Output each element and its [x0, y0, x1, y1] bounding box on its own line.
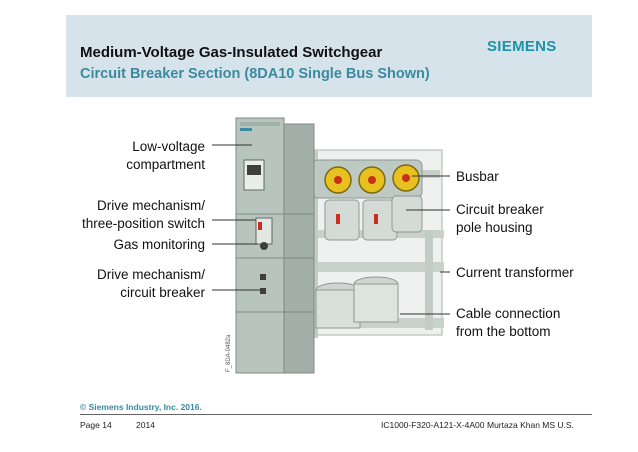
pole-housings: [324, 195, 423, 241]
label-line: pole housing: [456, 220, 533, 235]
label-current-transformer: Current transformer: [456, 265, 574, 280]
label-line: Drive mechanism/: [96, 198, 205, 213]
label-drive-switch: Drive mechanism/ three-position switch: [60, 197, 205, 233]
label-drive-breaker: Drive mechanism/ circuit breaker: [60, 266, 205, 302]
cabinet: [235, 117, 315, 374]
label-lv-compartment: Low-voltage compartment: [90, 138, 205, 174]
current-transformers: [315, 276, 399, 329]
doc-id: IC1000-F320-A121-X-4A00: [381, 420, 485, 430]
label-line: Low-voltage: [132, 139, 205, 154]
page-title: Medium-Voltage Gas-Insulated Switchgear: [80, 44, 383, 61]
label-line: Drive mechanism/: [96, 267, 205, 282]
label-line: circuit breaker: [120, 285, 205, 300]
label-pole-housing: Circuit breaker pole housing: [456, 201, 544, 237]
author: Murtaza Khan MS U.S.: [487, 420, 574, 430]
label-line: Cable connection: [456, 306, 561, 321]
label-line: Circuit breaker: [456, 202, 544, 217]
siemens-logo: SIEMENS: [487, 38, 557, 55]
leader-lines: [212, 144, 450, 315]
page-number: Page 14: [80, 420, 112, 430]
footer-divider: [80, 414, 592, 415]
label-line: from the bottom: [456, 324, 551, 339]
footer-year: 2014: [136, 420, 155, 430]
figure-code: F_8DA-0482a: [226, 334, 232, 372]
busbar-tanks: [311, 159, 423, 199]
page-subtitle: Circuit Breaker Section (8DA10 Single Bu…: [80, 66, 430, 82]
label-cable-connection: Cable connection from the bottom: [456, 305, 560, 341]
label-busbar: Busbar: [456, 169, 499, 184]
label-gas-monitoring: Gas monitoring: [113, 237, 205, 252]
label-line: three-position switch: [81, 216, 205, 231]
copyright: © Siemens Industry, Inc. 2016.: [80, 402, 202, 412]
label-line: compartment: [126, 157, 205, 172]
header-band: [66, 15, 592, 97]
